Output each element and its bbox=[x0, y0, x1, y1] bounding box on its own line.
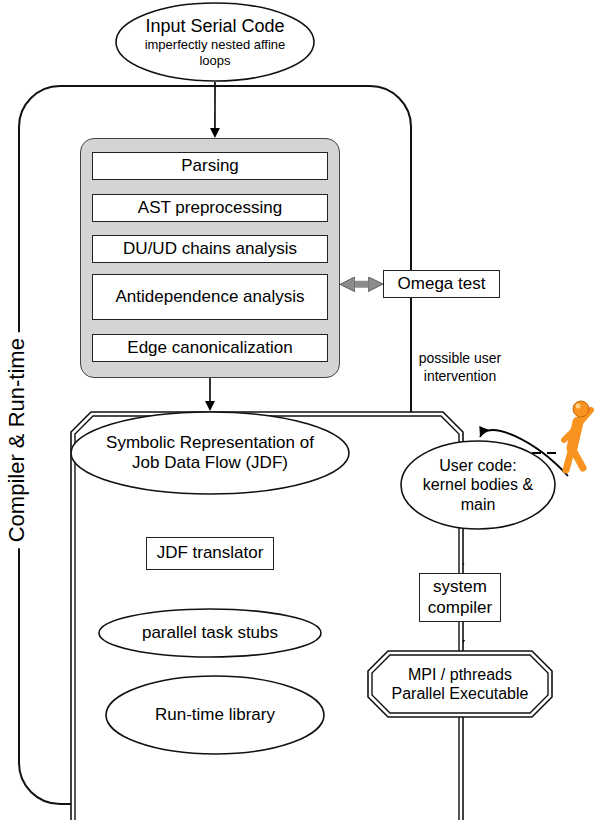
text-block: Input Serial Codeimperfectly nested affi… bbox=[140, 16, 290, 69]
text-block: Omega test bbox=[398, 274, 486, 294]
text-wrap: Input Serial Codeimperfectly nested affi… bbox=[115, 2, 315, 82]
input-ellipse: Input Serial Codeimperfectly nested affi… bbox=[115, 2, 315, 82]
process-box: Antidependence analysis bbox=[92, 274, 328, 320]
text-wrap: parallel task stubs bbox=[98, 608, 322, 658]
text-block: system compiler bbox=[423, 577, 497, 618]
process-box: DU/UD chains analysis bbox=[92, 235, 328, 263]
node-label: DU/UD chains analysis bbox=[123, 239, 297, 259]
ellipse-outline bbox=[99, 609, 321, 657]
text-wrap: Run-time library bbox=[105, 675, 325, 755]
octagon-outer bbox=[368, 651, 552, 717]
double-arrow bbox=[355, 281, 368, 288]
text-wrap: Parsing bbox=[93, 153, 327, 179]
node-label: Symbolic Representation of Job Data Flow… bbox=[105, 433, 315, 474]
text-wrap: Edge canonicalization bbox=[93, 335, 327, 361]
text-wrap: AST preprocessing bbox=[93, 195, 327, 221]
text-block: AST preprocessing bbox=[138, 198, 282, 218]
text-block: Parsing bbox=[181, 156, 239, 176]
node-label: system compiler bbox=[423, 577, 497, 618]
node-label: Input Serial Code bbox=[140, 16, 290, 38]
node-label: Omega test bbox=[398, 274, 486, 294]
translator-box: JDF translator bbox=[146, 537, 274, 570]
node-label: Antidependence analysis bbox=[115, 287, 304, 307]
text-block: User code: kernel bodies & main bbox=[420, 456, 537, 514]
process-box: Parsing bbox=[92, 152, 328, 180]
user-figure bbox=[564, 401, 591, 470]
ellipse-outline bbox=[401, 441, 555, 529]
node-label: Run-time library bbox=[155, 705, 275, 725]
text-block: Antidependence analysis bbox=[115, 287, 304, 307]
executable-octagon-outline bbox=[367, 650, 553, 718]
octagon-inner bbox=[372, 655, 548, 713]
text-block: MPI / pthreads Parallel Executable bbox=[386, 665, 535, 703]
jdf-ellipse: Symbolic Representation of Job Data Flow… bbox=[70, 411, 350, 495]
node-label: parallel task stubs bbox=[142, 623, 278, 643]
node-label: JDF translator bbox=[157, 543, 264, 563]
text-wrap: MPI / pthreads Parallel Executable bbox=[367, 650, 553, 718]
compiler-runtime-region: Compiler & Run-timeParsingAST preprocess… bbox=[18, 85, 412, 805]
text-block: Edge canonicalization bbox=[127, 338, 292, 358]
node-label: Edge canonicalization bbox=[127, 338, 292, 358]
executable-octagon: MPI / pthreads Parallel Executable bbox=[367, 650, 553, 718]
text-wrap: JDF translator bbox=[147, 538, 273, 569]
ellipse-outline bbox=[116, 3, 314, 81]
text-block: Symbolic Representation of Job Data Flow… bbox=[105, 433, 315, 474]
stubs-ellipse: parallel task stubs bbox=[98, 608, 322, 658]
runtime-library-ellipse: Run-time library bbox=[105, 675, 325, 755]
flow-arrow bbox=[209, 378, 211, 401]
node-label: imperfectly nested affine loops bbox=[140, 37, 290, 68]
node-label: User code: kernel bodies & main bbox=[420, 456, 537, 514]
node-label: Parsing bbox=[181, 156, 239, 176]
text-wrap: DU/UD chains analysis bbox=[93, 236, 327, 262]
text-block: JDF translator bbox=[157, 543, 264, 563]
text-block: DU/UD chains analysis bbox=[123, 239, 297, 259]
system-compiler-box: system compiler bbox=[419, 573, 501, 622]
flow-arrow bbox=[214, 82, 216, 128]
text-wrap: Antidependence analysis bbox=[93, 275, 327, 319]
text-wrap: Symbolic Representation of Job Data Flow… bbox=[70, 411, 350, 495]
process-box: Edge canonicalization bbox=[92, 334, 328, 362]
text-block: Run-time library bbox=[155, 705, 275, 725]
ellipse-outline bbox=[71, 412, 349, 494]
node-label: MPI / pthreads Parallel Executable bbox=[386, 665, 535, 703]
analysis-pipeline-box: ParsingAST preprocessingDU/UD chains ana… bbox=[80, 138, 340, 378]
ellipse-outline bbox=[106, 676, 324, 754]
user-code-ellipse: User code: kernel bodies & main bbox=[400, 440, 556, 530]
text-wrap: User code: kernel bodies & main bbox=[400, 440, 556, 530]
region-label: Compiler & Run-time bbox=[4, 332, 30, 548]
process-box: AST preprocessing bbox=[92, 194, 328, 222]
annotation-label: possible user intervention bbox=[390, 350, 530, 385]
text-wrap: Omega test bbox=[384, 271, 499, 297]
omega-test-box: Omega test bbox=[383, 270, 500, 298]
text-block: parallel task stubs bbox=[142, 623, 278, 643]
text-wrap: system compiler bbox=[420, 574, 500, 621]
node-label: AST preprocessing bbox=[138, 198, 282, 218]
